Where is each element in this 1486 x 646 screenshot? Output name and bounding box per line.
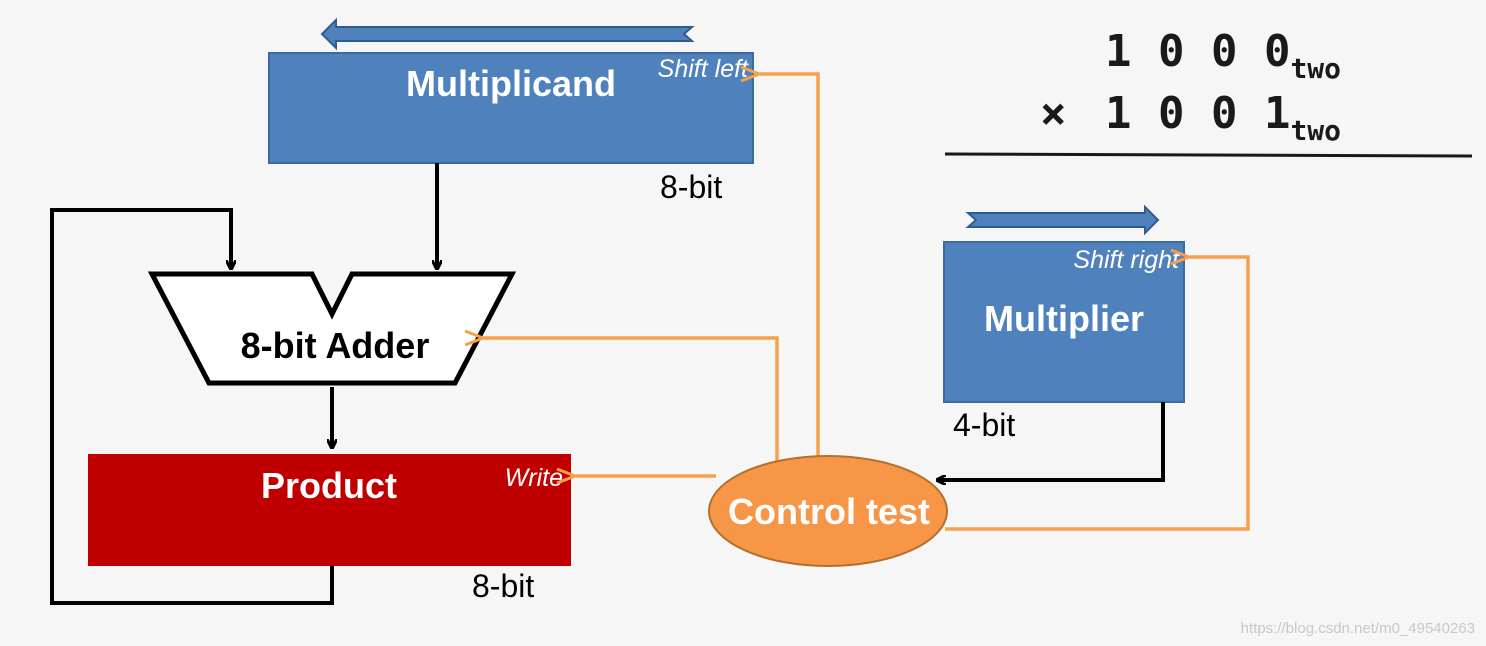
shift-right-arrow-icon [965, 204, 1160, 236]
control-to-multiplicand-line [760, 74, 820, 462]
multiplier-base: two [1290, 114, 1341, 147]
product-feedback-wire [50, 208, 334, 605]
product-width-label: 8-bit [472, 568, 534, 604]
multiplicand-base: two [1290, 52, 1341, 85]
multiplier-register [943, 241, 1185, 403]
multiplier-digits: 1 0 0 1two [1105, 88, 1341, 147]
multiplier-width-label: 4-bit [953, 407, 1015, 443]
shift-left-label: Shift left [658, 55, 749, 83]
write-label: Write [505, 464, 563, 492]
control-test-label: Control test [728, 491, 930, 532]
control-test-unit [708, 455, 948, 567]
equation-rule [944, 152, 1473, 158]
multiplicand-label: Multiplicand [406, 63, 616, 104]
control-to-adder-line [484, 338, 779, 466]
product-register [88, 454, 571, 566]
shift-right-label: Shift right [1073, 246, 1180, 274]
watermark-text: https://blog.csdn.net/m0_49540263 [1241, 620, 1475, 637]
shift-left-arrow-icon [320, 17, 695, 51]
multiplicand-register [268, 52, 754, 164]
product-label: Product [261, 465, 397, 506]
multiplicand-width-label: 8-bit [660, 169, 722, 205]
adder-unit [147, 271, 517, 386]
adder-label: 8-bit Adder [241, 325, 430, 366]
multiplication-example: 1 0 0 0two × 1 0 0 1two [944, 26, 1473, 158]
multiplicand-digits: 1 0 0 0two [1105, 26, 1341, 85]
control-to-multiplier-line [945, 257, 1250, 531]
multiplier-label: Multiplier [984, 298, 1144, 339]
multiplication-operator: × [1040, 88, 1067, 139]
multiplier-to-control-wire [938, 402, 1165, 480]
